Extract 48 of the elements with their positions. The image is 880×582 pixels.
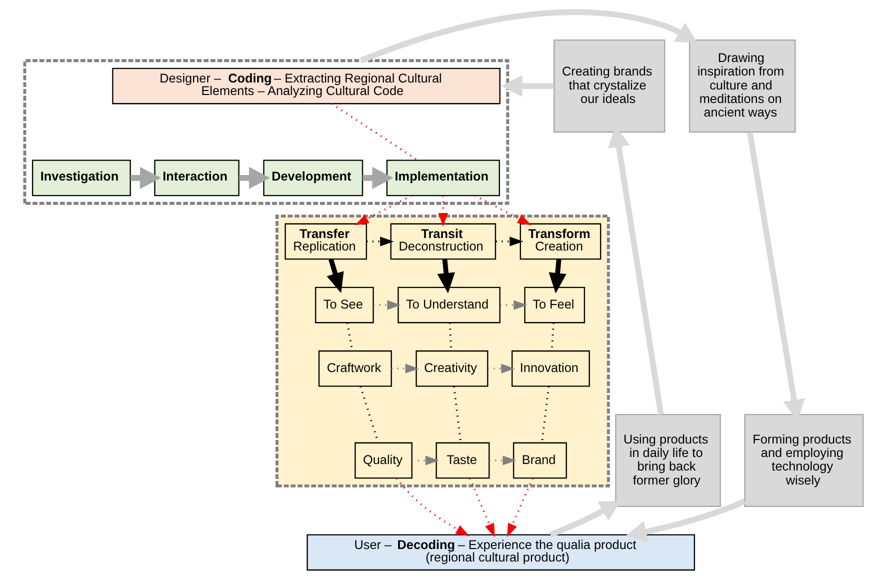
arrow <box>500 300 528 310</box>
arrow <box>548 259 566 294</box>
connector <box>331 102 418 161</box>
arrow <box>373 300 401 310</box>
cluster <box>23 59 510 205</box>
node-box: Designer – Coding – Extracting Regional Cultural Elements – Analyzing Cultural Code <box>112 68 500 104</box>
arrow <box>239 166 270 189</box>
arrow <box>326 258 344 294</box>
arrow <box>366 236 394 246</box>
node-box: Development <box>263 160 364 196</box>
node-box: Quality <box>354 442 412 479</box>
node-box: Investigation <box>32 160 131 196</box>
arrow <box>130 166 161 189</box>
arrow <box>412 456 440 466</box>
node-box: To See <box>315 286 374 324</box>
node-box: Innovation <box>512 350 590 387</box>
arrow <box>391 364 420 374</box>
arrow <box>360 9 698 64</box>
arrow <box>489 456 516 466</box>
node-box: Interaction <box>154 160 240 196</box>
arrow <box>496 236 524 246</box>
arrow <box>501 75 554 98</box>
node-box: Creativity <box>416 350 488 387</box>
node-box: Implementation <box>386 160 500 196</box>
node-box: Craftwork <box>318 350 392 387</box>
node-box: Creating brands that crystalize our ideals <box>554 40 666 133</box>
connector <box>453 386 462 443</box>
arrow <box>437 259 455 294</box>
arrow <box>438 196 448 227</box>
arrow <box>507 478 534 538</box>
connector <box>541 386 550 443</box>
node-box: Forming products and employing technology wisely <box>744 414 864 508</box>
arrow <box>362 166 394 189</box>
node-box: Drawing inspiration from culture and meditations on ancient ways <box>688 40 796 133</box>
node-box: User – Decoding – Experience the qualia product (regional cultural product) <box>306 534 696 571</box>
node-box: To Understand <box>398 286 500 324</box>
node-box: Transit Deconstruction <box>390 223 496 260</box>
arrow <box>625 498 746 543</box>
arrow <box>469 478 495 538</box>
node-box: To Feel <box>524 286 586 324</box>
node-box: Brand <box>512 442 567 479</box>
node-box: Using products in daily life to bring back former glory <box>615 414 721 508</box>
arrow <box>396 478 470 536</box>
connector <box>360 386 380 443</box>
arrow <box>488 364 515 374</box>
node-box: Taste <box>436 442 490 479</box>
node-box: Transform Creation <box>520 223 602 260</box>
node-box: Transfer Replication <box>284 223 368 260</box>
